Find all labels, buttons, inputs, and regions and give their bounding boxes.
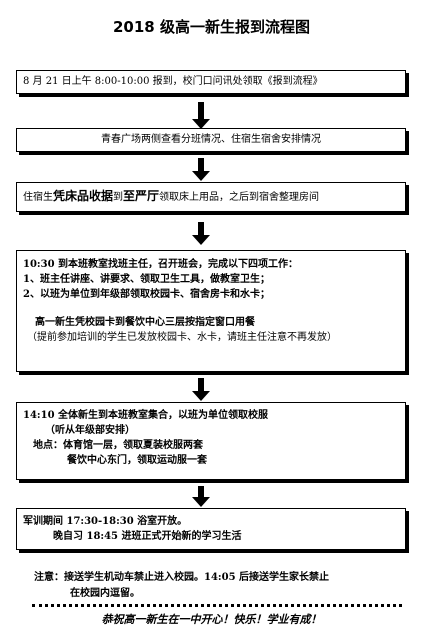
step-3-text: 住宿生凭床品收据到至严厅领取床上用品，之后到宿舍整理房间 [23, 189, 399, 205]
step-4-line-4: 高一新生凭校园卡到餐饮中心三层按指定窗口用餐 [35, 317, 255, 328]
step-box-2: 青春广场两侧查看分班情况、住宿生宿舍安排情况 [16, 128, 406, 152]
notice-text: 注意：接送学生机动车禁止进入校园。14:05 后接送学生家长禁止 在校园内逗留。 [34, 570, 404, 602]
step-4-line-5: （提前参加培训的学生已发放校园卡、水卡，请班主任注意不再发放） [27, 332, 337, 343]
step-4-line-1: 10:30 到本班教室找班主任，召开班会，完成以下四项工作： [23, 259, 299, 270]
step-box-6: 军训期间 17:30-18:30 浴室开放。 晚自习 18:45 进班正式开始新… [16, 508, 406, 550]
notice-line-2: 在校园内逗留。 [70, 588, 140, 599]
step-5-line-2: （听从年级部安排） [45, 425, 135, 436]
step-3-seg-5: 领取床上用品，之后到宿舍整理房间 [159, 192, 320, 203]
step-3-seg-3: 到 [113, 192, 124, 203]
step-2-text: 青春广场两侧查看分班情况、住宿生宿舍安排情况 [101, 134, 321, 145]
step-5-line-3: 地点：体育馆一层，领取夏装校服两套 [33, 440, 203, 451]
step-3-seg-2: 凭床品收据 [53, 189, 114, 203]
step-5-line-4: 餐饮中心东门，领取运动服一套 [67, 455, 207, 466]
step-5-line-1: 14:10 全体新生到本班教室集合，以班为单位领取校服 [23, 410, 269, 421]
step-box-1: 8 月 21 日上午 8:00-10:00 报到，校门口问讯处领取《报到流程》 [16, 70, 406, 94]
step-box-4: 10:30 到本班教室找班主任，召开班会，完成以下四项工作： 1、班主任讲座、讲… [16, 250, 406, 372]
step-4-line-2: 1、班主任讲座、讲要求、领取卫生工具，做教室卫生； [23, 274, 270, 285]
footer-greeting: 恭祝高一新生在一中开心！快乐！学业有成！ [101, 613, 322, 626]
step-1-text: 8 月 21 日上午 8:00-10:00 报到，校门口问讯处领取《报到流程》 [23, 76, 323, 87]
step-6-line-2: 晚自习 18:45 进班正式开始新的学习生活 [53, 531, 242, 542]
page-title: 2018 级高一新生报到流程图 [113, 18, 310, 36]
notice-line-1: 注意：接送学生机动车禁止进入校园。14:05 后接送学生家长禁止 [34, 572, 330, 583]
step-4-line-3: 2、以班为单位到年级部领取校园卡、宿舍房卡和水卡； [23, 289, 270, 300]
dotted-divider [32, 604, 402, 607]
step-box-5: 14:10 全体新生到本班教室集合，以班为单位领取校服 （听从年级部安排） 地点… [16, 402, 406, 480]
step-3-seg-4: 至严厅 [123, 189, 160, 203]
step-3-seg-1: 住宿生 [23, 192, 53, 203]
step-6-line-1: 军训期间 17:30-18:30 浴室开放。 [23, 516, 188, 527]
step-box-3: 住宿生凭床品收据到至严厅领取床上用品，之后到宿舍整理房间 [16, 182, 406, 212]
